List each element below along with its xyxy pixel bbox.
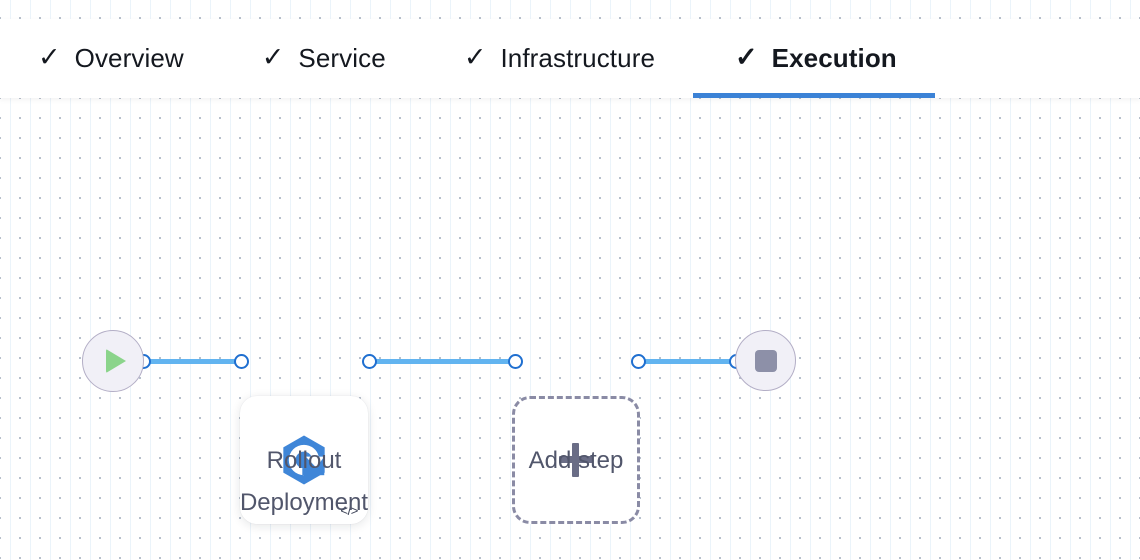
tab-active-underline <box>693 93 935 98</box>
execution-flow-graph: </> Rollout Deployment Add step <box>0 98 1140 560</box>
port-addstep-output[interactable] <box>631 354 646 369</box>
plus-icon <box>559 443 593 477</box>
stop-icon <box>754 349 777 372</box>
check-icon: ✓ <box>735 42 758 72</box>
step-node-label-rollout-deployment: Rollout Deployment <box>239 447 369 516</box>
port-addstep-input[interactable] <box>508 354 523 369</box>
tab-label: Infrastructure <box>500 43 656 73</box>
port-rollout-output[interactable] <box>362 354 377 369</box>
pipeline-end-node[interactable] <box>735 330 796 391</box>
tab-execution[interactable]: ✓ Execution <box>693 19 935 98</box>
check-icon: ✓ <box>463 42 487 72</box>
check-icon: ✓ <box>261 42 285 72</box>
pipeline-stage-tabs: ✓ Overview ✓ Service ✓ Infrastructure ✓ … <box>0 19 1140 98</box>
edge-addstep-to-end[interactable] <box>642 359 734 364</box>
step-node-rollout-deployment[interactable]: </> <box>240 396 368 524</box>
port-rollout-input[interactable] <box>234 354 249 369</box>
tab-label: Overview <box>74 43 184 73</box>
pipeline-start-node[interactable] <box>82 330 144 392</box>
add-step-node[interactable] <box>512 396 640 524</box>
tab-infrastructure[interactable]: ✓ Infrastructure <box>422 19 693 98</box>
tab-overview[interactable]: ✓ Overview <box>0 19 220 98</box>
edge-start-to-rollout[interactable] <box>148 359 238 364</box>
tab-label: Service <box>298 43 386 73</box>
tab-label: Execution <box>771 43 897 73</box>
check-icon: ✓ <box>38 42 61 72</box>
add-step-label: Add step <box>528 447 624 474</box>
edge-rollout-to-addstep[interactable] <box>372 359 510 364</box>
rollout-deployment-icon <box>283 435 325 485</box>
tab-service[interactable]: ✓ Service <box>220 19 422 98</box>
code-icon[interactable]: </> <box>340 503 358 518</box>
play-icon <box>106 349 126 373</box>
